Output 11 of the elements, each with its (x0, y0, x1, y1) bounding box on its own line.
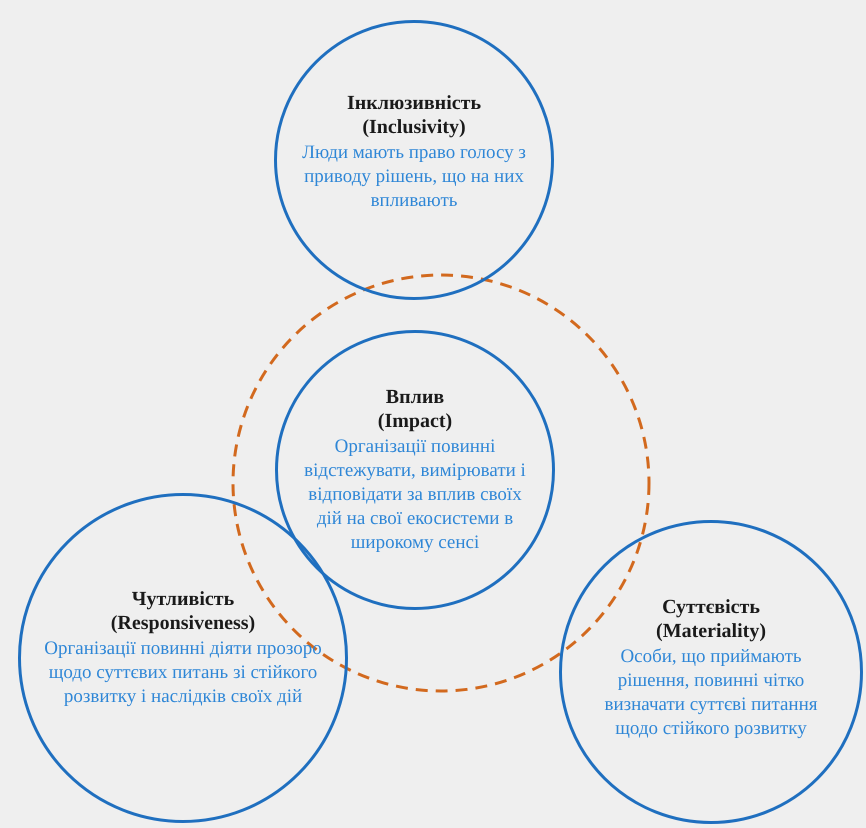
circle-heading: Чутливість (Responsiveness) (110, 587, 256, 635)
circle-description: Люди мають право голосу з приводу рішень, що на них впливають (301, 141, 527, 213)
concept-circle (274, 20, 554, 300)
circle-description: Організації повинні діяти прозоро щодо суттєвих питань зі стійкого розвитку і наслідків своїх дій (43, 637, 323, 709)
concept-circle (559, 520, 863, 824)
circle-description: Особи, що приймають рішення, повинні чітко визначати суттєві питання щодо стійкого розвитку (603, 645, 819, 741)
circle-description: Організації повинні відстежувати, вимірювати і відповідати за вплив своїх дій на свої екосистеми в широкому сенсі (303, 435, 527, 555)
circle-heading: Інклюзивність (Inclusivity) (346, 91, 482, 139)
concept-circle (275, 330, 555, 610)
circle-heading: Суттєвість (Materiality) (656, 595, 766, 643)
circle-heading: Вплив (Impact) (378, 385, 452, 433)
